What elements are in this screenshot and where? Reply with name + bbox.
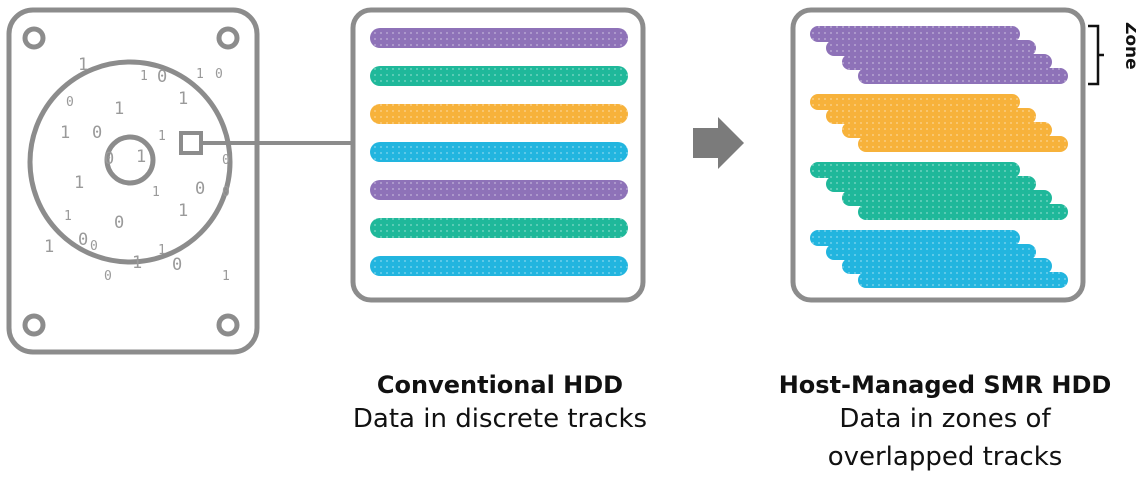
smr-track — [858, 272, 1068, 288]
screw-bottom-right — [216, 313, 240, 337]
smr-track — [842, 122, 1052, 138]
binary-digit: 0 — [222, 153, 230, 168]
spindle — [104, 134, 156, 186]
conventional-track — [370, 180, 628, 200]
binary-digit: 1 — [78, 55, 88, 75]
conventional-track — [370, 218, 628, 238]
binary-digit: 1 — [196, 67, 204, 82]
binary-digit: 1 — [60, 123, 70, 143]
conventional-caption: Conventional HDD Data in discrete tracks — [320, 370, 680, 438]
binary-digit: 1 — [178, 89, 188, 109]
binary-digit: 0 — [104, 269, 112, 284]
conventional-track — [370, 66, 628, 86]
binary-digit: 1 — [222, 269, 230, 284]
smr-title: Host-Managed SMR HDD — [778, 371, 1112, 399]
conventional-track — [370, 104, 628, 124]
bracket-icon — [1088, 24, 1104, 86]
smr-caption: Host-Managed SMR HDD Data in zones of ov… — [740, 370, 1136, 476]
binary-digit: 0 — [157, 67, 167, 87]
smr-track — [858, 136, 1068, 152]
binary-digit: 0 — [114, 213, 124, 233]
binary-digit: 1 — [114, 99, 124, 119]
smr-subtitle-line1: Data in zones of — [839, 404, 1051, 434]
platter — [27, 59, 233, 265]
smr-track — [810, 94, 1020, 110]
conventional-track — [370, 256, 628, 276]
screw-bottom-left — [22, 313, 46, 337]
zone-label: Zone — [1121, 22, 1136, 70]
binary-digit: 0 — [92, 123, 102, 143]
conventional-subtitle: Data in discrete tracks — [352, 404, 648, 434]
smr-track — [826, 40, 1036, 56]
smr-track — [810, 26, 1020, 42]
smr-panel: Zone — [790, 7, 1136, 303]
smr-subtitle-line2: overlapped tracks — [827, 442, 1063, 472]
binary-digit: 0 — [66, 95, 74, 110]
smr-track — [842, 258, 1052, 274]
binary-digit: 0 — [195, 179, 205, 199]
binary-digit: 1 — [74, 173, 84, 193]
binary-digit: 1 — [140, 69, 148, 84]
binary-digit: 0 — [90, 239, 98, 254]
binary-digit: 1 — [178, 201, 188, 221]
binary-digit: 1 — [64, 209, 72, 224]
smr-track — [858, 204, 1068, 220]
screw-top-right — [216, 26, 240, 50]
smr-tracks — [810, 26, 1068, 288]
binary-digit: 0 — [78, 230, 88, 250]
smr-track — [826, 244, 1036, 260]
binary-digit: 1 — [152, 185, 160, 200]
smr-track — [826, 108, 1036, 124]
binary-digit: 1 — [158, 129, 166, 144]
binary-digit: 1 — [158, 243, 166, 258]
binary-digit: 0 — [172, 255, 182, 275]
smr-track — [826, 176, 1036, 192]
binary-digit: 0 — [222, 185, 230, 200]
conventional-track — [370, 28, 628, 48]
right-arrow-icon — [693, 117, 744, 169]
smr-track — [810, 162, 1020, 178]
binary-digit: 0 — [215, 67, 223, 82]
conventional-track — [370, 142, 628, 162]
smr-track — [842, 190, 1052, 206]
screw-top-left — [22, 26, 46, 50]
smr-track — [810, 230, 1020, 246]
conventional-tracks — [370, 28, 628, 276]
conventional-title: Conventional HDD — [376, 371, 624, 399]
binary-digit: 1 — [132, 253, 142, 273]
smr-track — [842, 54, 1052, 70]
zoom-square — [179, 131, 203, 155]
binary-digit: 1 — [44, 237, 54, 257]
drive-case — [6, 7, 260, 355]
smr-track — [858, 68, 1068, 84]
conventional-panel — [350, 7, 646, 303]
binary-digit: 1 — [136, 147, 146, 167]
binary-digit: 0 — [104, 149, 114, 169]
